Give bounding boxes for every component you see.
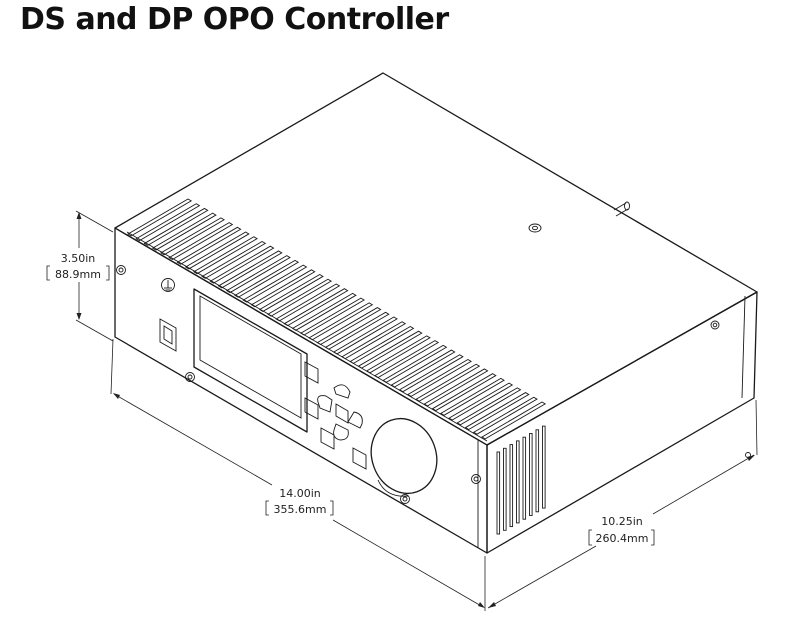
vent-slot bbox=[151, 212, 217, 251]
vent-slot bbox=[516, 440, 520, 524]
vent-slot bbox=[415, 363, 481, 402]
vent-slot bbox=[464, 392, 530, 430]
vent-slot bbox=[542, 425, 546, 509]
vent-slot bbox=[275, 283, 341, 322]
vent-slot bbox=[127, 198, 193, 237]
depth-dimension: 10.25in 260.4mm bbox=[487, 399, 758, 609]
vent-slot bbox=[316, 307, 382, 346]
ground-symbol-icon bbox=[161, 278, 175, 292]
depth-mm-label: 260.4mm bbox=[596, 532, 649, 545]
power-switch-icon bbox=[159, 318, 177, 352]
vent-slot bbox=[291, 292, 357, 331]
arrow-keypad-icon bbox=[317, 384, 363, 441]
top-vent-slots bbox=[127, 198, 547, 440]
vent-slot bbox=[431, 373, 497, 412]
vent-slot bbox=[423, 368, 489, 407]
page-title: DS and DP OPO Controller bbox=[20, 2, 449, 37]
vent-slot bbox=[472, 396, 538, 435]
vent-slot bbox=[184, 231, 250, 270]
width-inches-label: 14.00in bbox=[279, 487, 321, 500]
height-inches-label: 3.50in bbox=[61, 252, 96, 265]
vent-slot bbox=[535, 429, 540, 513]
vent-slot bbox=[481, 401, 547, 440]
vent-slot bbox=[456, 387, 522, 426]
vent-slot bbox=[341, 321, 407, 360]
vent-slot bbox=[496, 451, 501, 535]
vent-slot bbox=[201, 240, 267, 279]
rotary-knob-icon bbox=[370, 418, 438, 497]
vent-slot bbox=[267, 278, 333, 317]
vent-slot bbox=[324, 311, 390, 350]
vent-slot bbox=[168, 222, 234, 261]
rear-connector-icon bbox=[613, 201, 630, 217]
vent-slot bbox=[176, 226, 242, 265]
vent-slot bbox=[250, 269, 316, 308]
vent-slot bbox=[390, 349, 456, 388]
side-vent-slots bbox=[496, 425, 546, 535]
vent-slot bbox=[234, 259, 300, 298]
depth-inches-label: 10.25in bbox=[601, 515, 643, 528]
vent-slot bbox=[374, 340, 440, 379]
height-mm-label: 88.9mm bbox=[55, 268, 101, 281]
vent-slot bbox=[407, 358, 472, 397]
vent-slot bbox=[357, 330, 423, 369]
vent-slot bbox=[398, 354, 464, 393]
vent-slot bbox=[439, 377, 505, 416]
front-edge-line bbox=[126, 231, 488, 442]
vent-slot bbox=[522, 436, 527, 520]
vent-slot bbox=[509, 444, 514, 528]
vent-slot bbox=[258, 274, 324, 312]
vent-slot bbox=[242, 264, 308, 303]
top-screw-icon bbox=[528, 223, 542, 233]
vent-slot bbox=[448, 382, 514, 421]
vent-slot bbox=[382, 344, 448, 383]
front-screw-icon bbox=[116, 265, 751, 504]
vent-slot bbox=[365, 335, 431, 374]
vent-slot bbox=[160, 217, 226, 256]
vent-slot bbox=[135, 203, 201, 242]
vent-slot bbox=[209, 245, 275, 284]
vent-slot bbox=[225, 255, 291, 294]
vent-slot bbox=[217, 250, 283, 289]
vent-slot bbox=[283, 288, 349, 327]
top-panel bbox=[114, 72, 758, 446]
vent-slot bbox=[143, 207, 209, 246]
lcd-display bbox=[193, 288, 308, 433]
soft-key-button-icon bbox=[304, 361, 367, 470]
width-dimension: 14.00in 355.6mm bbox=[110, 338, 486, 611]
height-dimension: 3.50in 88.9mm bbox=[46, 210, 114, 342]
vent-slot bbox=[192, 236, 258, 275]
vent-slot bbox=[349, 325, 415, 364]
vent-slot bbox=[332, 316, 398, 355]
rear-corner-line bbox=[741, 295, 746, 399]
vent-slot bbox=[503, 447, 507, 531]
width-mm-label: 355.6mm bbox=[274, 503, 327, 516]
vent-slot bbox=[308, 302, 374, 341]
vent-slot bbox=[299, 297, 365, 336]
vent-slot bbox=[529, 433, 533, 516]
side-panel bbox=[486, 291, 758, 554]
